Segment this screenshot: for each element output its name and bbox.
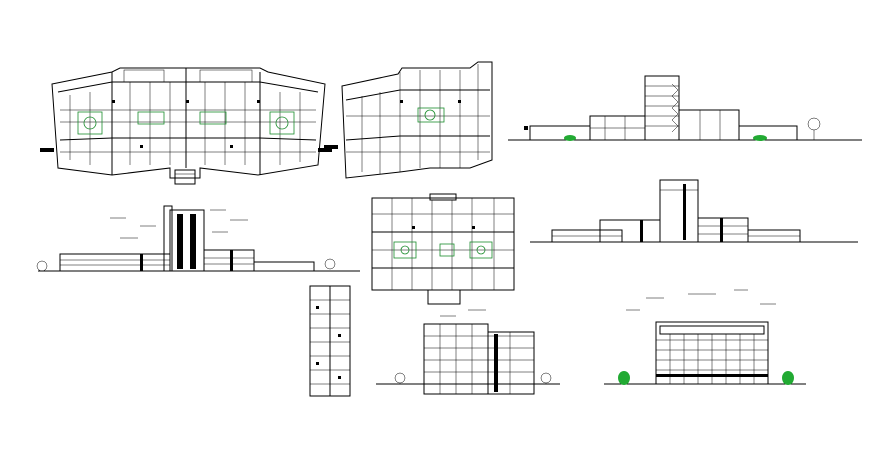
floor-plan-central (371, 193, 515, 305)
elevation-block (376, 309, 560, 395)
floor-plan-wide (40, 67, 332, 185)
elevation-right (530, 179, 858, 243)
elevation-front (604, 289, 806, 385)
floor-plan-tower (309, 285, 351, 397)
elevation-left (36, 205, 360, 272)
floor-plan-wing (324, 61, 493, 179)
section-long (508, 75, 862, 141)
